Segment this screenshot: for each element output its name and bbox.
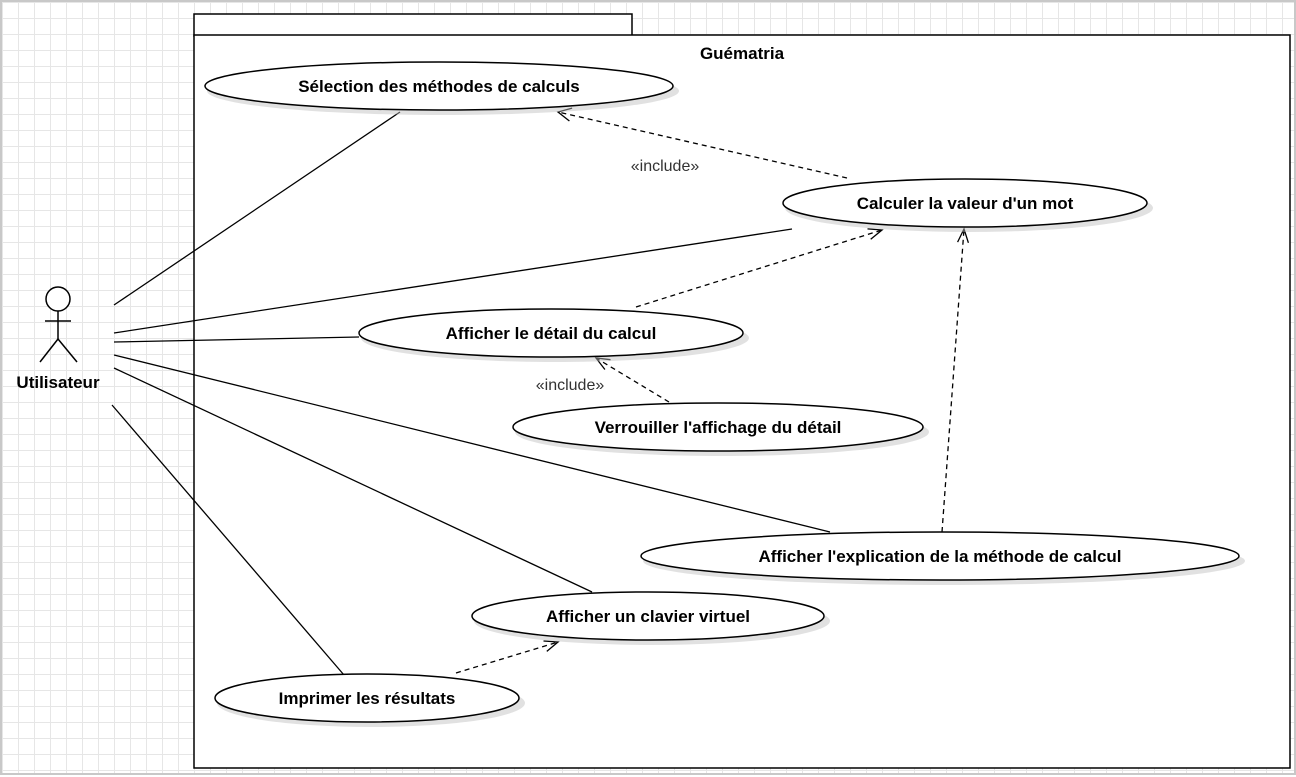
usecase-ellipse xyxy=(471,591,825,641)
assoc-imprimer[interactable] xyxy=(111,404,345,676)
include-label-1: «include» xyxy=(631,158,700,175)
assoc-selection[interactable] xyxy=(113,111,401,306)
actor-head xyxy=(45,286,71,312)
usecase-label-clavier: Afficher un clavier virtuel xyxy=(546,607,750,626)
usecase-verrouiller[interactable]: Verrouiller l'affichage du détail xyxy=(512,402,929,456)
dep-detail-calculer[interactable] xyxy=(635,229,883,308)
arrowhead-selection xyxy=(556,107,573,122)
usecase-imprimer[interactable]: Imprimer les résultats xyxy=(214,673,525,727)
usecase-ellipse xyxy=(214,673,520,723)
assoc-clavier[interactable] xyxy=(113,367,593,593)
usecase-ellipse xyxy=(640,531,1240,581)
usecase-clavier[interactable]: Afficher un clavier virtuel xyxy=(471,591,830,645)
usecase-detail[interactable]: Afficher le détail du calcul xyxy=(358,308,749,362)
usecase-explication[interactable]: Afficher l'explication de la méthode de … xyxy=(640,531,1245,585)
assoc-explication[interactable] xyxy=(113,354,831,533)
assoc-calculer[interactable] xyxy=(113,228,793,334)
usecase-label-verrouiller: Verrouiller l'affichage du détail xyxy=(595,418,842,437)
usecase-ellipse xyxy=(204,61,674,111)
dep-explication-calculer[interactable] xyxy=(941,228,965,533)
actor-right-leg xyxy=(57,338,78,363)
usecase-label-imprimer: Imprimer les résultats xyxy=(279,689,456,708)
usecase-label-selection: Sélection des méthodes de calculs xyxy=(298,77,580,96)
usecase-selection[interactable]: Sélection des méthodes de calculs xyxy=(204,61,679,115)
arrowhead-calculer-1 xyxy=(867,228,884,240)
usecase-label-calculer: Calculer la valeur d'un mot xyxy=(857,194,1074,213)
system-title: Guématria xyxy=(700,44,785,63)
arrowhead-calculer-2 xyxy=(957,227,970,243)
usecase-ellipse xyxy=(782,178,1148,228)
usecase-ellipse xyxy=(358,308,744,358)
arrowhead-clavier xyxy=(543,640,560,652)
system-boundary[interactable] xyxy=(193,34,1291,769)
actor-utilisateur[interactable] xyxy=(39,286,78,363)
system-frame-tab[interactable] xyxy=(193,13,633,37)
assoc-detail[interactable] xyxy=(113,336,360,343)
usecase-ellipse xyxy=(512,402,924,452)
usecase-label-explication: Afficher l'explication de la méthode de … xyxy=(758,547,1121,566)
actor-left-leg xyxy=(39,338,59,363)
actor-label: Utilisateur xyxy=(16,373,100,392)
include-label-2: «include» xyxy=(536,377,605,394)
arrowhead-detail xyxy=(594,357,611,370)
usecase-calculer[interactable]: Calculer la valeur d'un mot xyxy=(782,178,1153,232)
include-calculer-selection[interactable] xyxy=(557,111,848,179)
usecase-label-detail: Afficher le détail du calcul xyxy=(446,324,657,343)
